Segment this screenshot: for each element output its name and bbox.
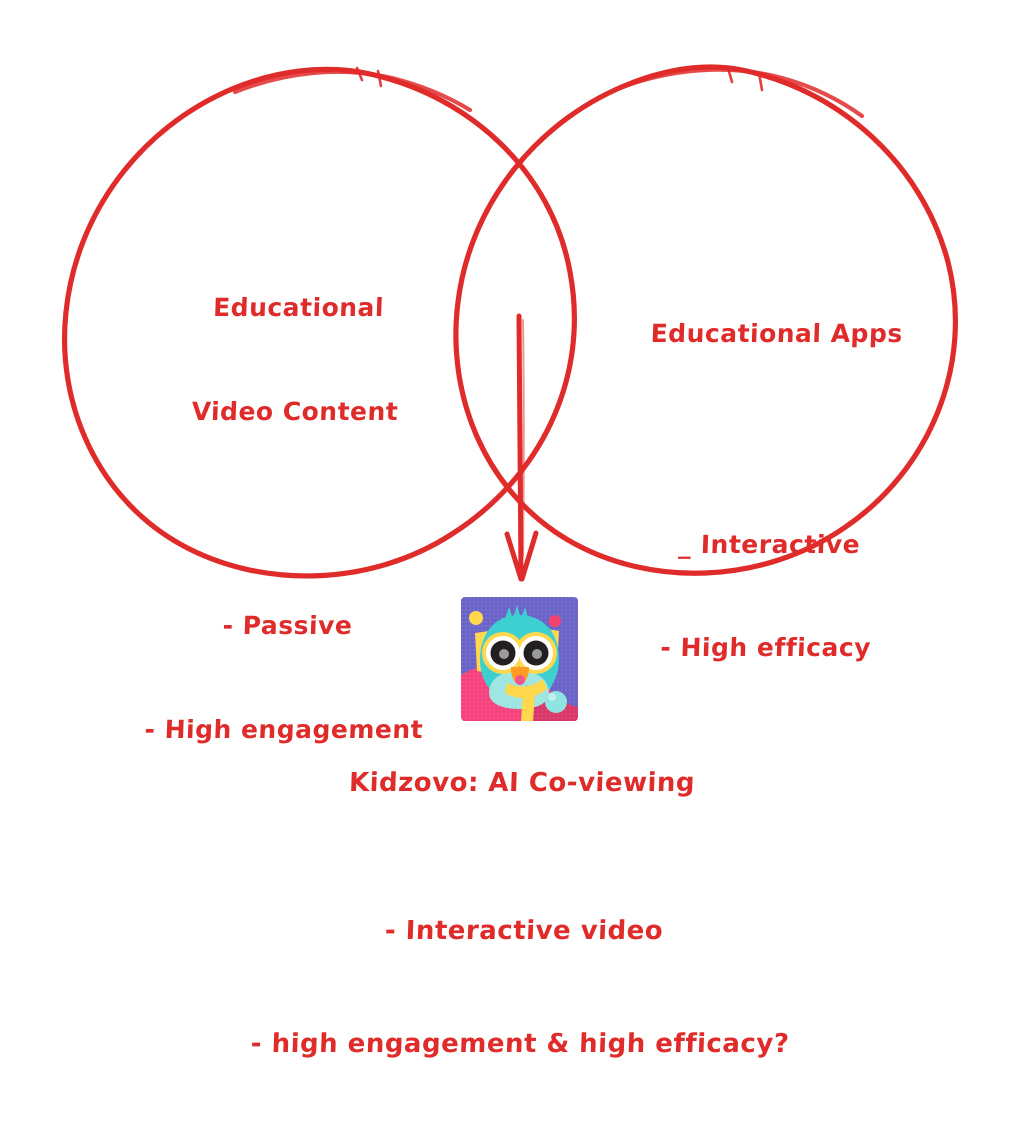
right-circle-bullet-0: _ Interactive	[678, 529, 861, 559]
pen-tick-left-b	[376, 69, 383, 88]
caption-line-1: - high engagement & high efficacy?	[250, 1029, 790, 1060]
caption-title: Kidzovo: AI Co-viewing	[348, 768, 696, 798]
right-circle-label-group: Educational Apps _ Interactive - High ef…	[590, 248, 949, 804]
caption-body: - Interactive video - high engagement & …	[177, 838, 868, 1140]
caption-line-0: - Interactive video	[384, 916, 664, 947]
owl-tongue	[515, 675, 525, 685]
owl-scarf	[505, 679, 547, 698]
left-circle-title-line-2: Video Content	[191, 396, 399, 426]
right-circle-bullets: _ Interactive - High efficacy	[593, 459, 943, 735]
arrow-shaft	[516, 313, 524, 581]
owl-icon	[461, 597, 578, 721]
pen-tick-right-b	[757, 71, 764, 92]
venn-right-circle	[453, 64, 958, 576]
left-circle-title-line-1: Educational	[212, 293, 385, 322]
owl-eye-left-iris-dot	[499, 649, 509, 659]
left-circle-bullet-0: - Passive	[222, 611, 353, 640]
pen-tick-right-a	[726, 66, 734, 84]
diagram-canvas: Educational Video Content - Passive - Hi…	[61, 64, 958, 1060]
pen-tick-left-a	[355, 66, 364, 82]
venn-right-circle-overdraw	[617, 67, 865, 119]
owl-eye-right-iris-dot	[532, 649, 542, 659]
owl-scarf-tail	[521, 693, 535, 721]
accent-sphere-teal-highlight	[548, 693, 556, 701]
right-circle-title: Educational Apps	[650, 319, 904, 348]
left-circle-bullet-1: - High engagement	[144, 714, 424, 744]
accent-dot-yellow	[469, 611, 483, 625]
accent-dot-pink	[549, 615, 561, 627]
arrow-head-left	[504, 531, 524, 582]
venn-left-circle-overdraw	[232, 69, 473, 113]
kidzovo-owl-logo	[461, 597, 578, 721]
arrow-head-right	[519, 530, 539, 582]
venn-diagram-svg	[61, 64, 958, 582]
right-circle-bullet-1: - High efficacy	[659, 633, 872, 662]
arrow-shaft-ghost	[522, 319, 525, 557]
venn-left-circle	[61, 66, 577, 579]
